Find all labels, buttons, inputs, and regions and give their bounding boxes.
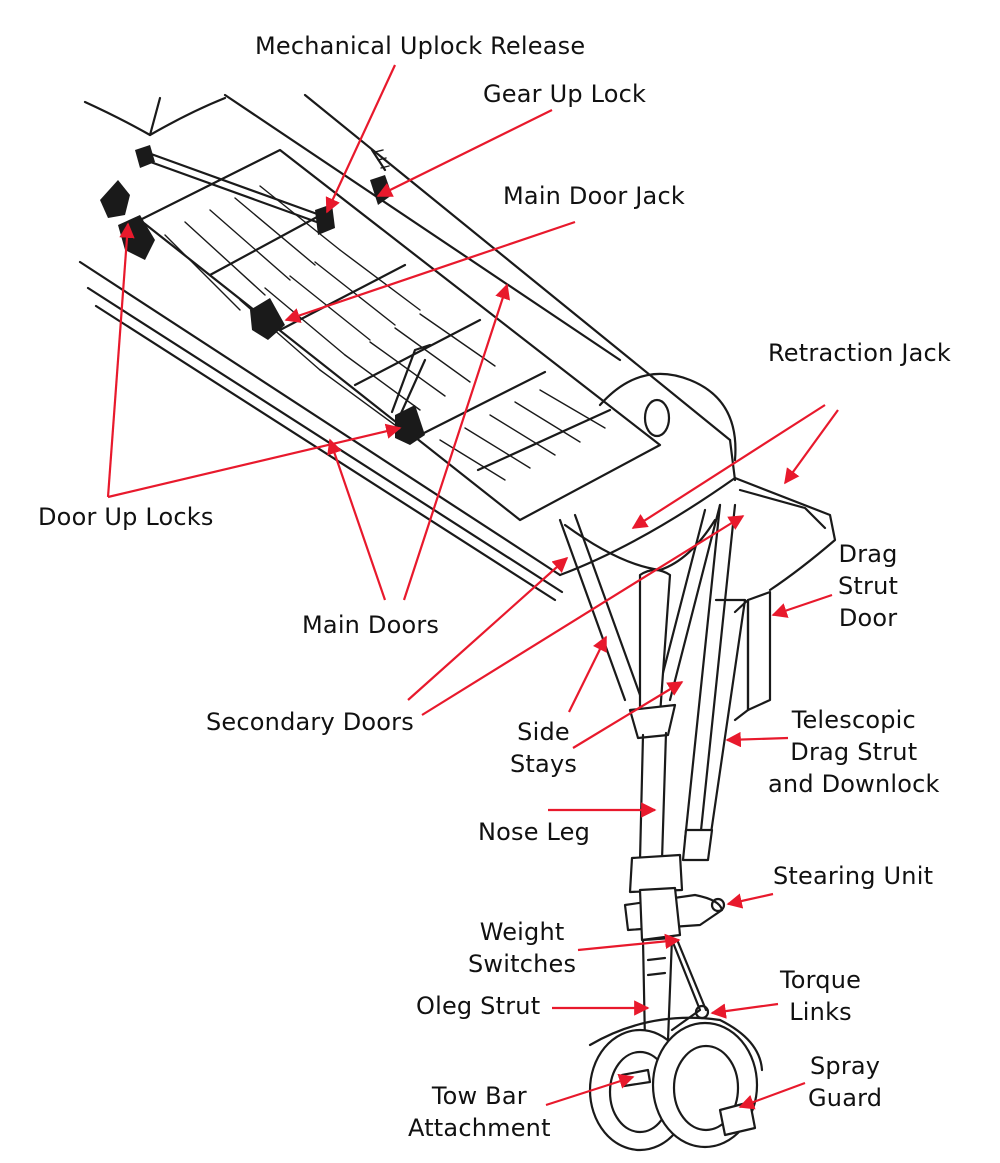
leader-secondary-doors-a <box>407 556 569 701</box>
label-torque-links: Torque Links <box>780 964 861 1028</box>
leader-lines <box>106 64 839 1110</box>
leader-retraction-jack-b <box>784 409 839 485</box>
label-telescopic-line3: and Downlock <box>768 770 940 798</box>
label-torque-links-line2: Links <box>789 998 852 1026</box>
label-drag-strut-door-line3: Door <box>838 604 898 632</box>
leader-weight-switches <box>577 933 681 952</box>
label-spray-guard-line2: Guard <box>808 1084 883 1112</box>
label-retraction-jack: Retraction Jack <box>768 339 952 367</box>
label-telescopic-line1: Telescopic <box>791 706 916 734</box>
label-drag-strut-door-line1: Drag <box>838 540 898 568</box>
leader-gear-up-lock <box>376 109 553 197</box>
label-drag-strut-door: Drag Strut Door <box>838 538 898 634</box>
label-mechanical-uplock-release: Mechanical Uplock Release <box>255 32 586 60</box>
label-telescopic-drag-strut: Telescopic Drag Strut and Downlock <box>768 704 940 800</box>
leader-main-doors-b <box>402 283 511 601</box>
label-weight-switches-line1: Weight <box>479 918 565 946</box>
label-secondary-doors: Secondary Doors <box>206 708 414 736</box>
leader-main-door-jack <box>284 220 576 323</box>
leader-telescopic-drag-strut <box>725 731 789 748</box>
leader-torque-links <box>710 1002 779 1019</box>
leader-spray-guard <box>738 1081 806 1110</box>
label-spray-guard: Spray Guard <box>808 1050 882 1114</box>
label-oleg-strut: Oleg Strut <box>416 992 541 1020</box>
leader-mechanical-uplock <box>325 64 396 214</box>
leader-door-up-locks-b <box>107 423 402 499</box>
label-tow-bar-attachment: Tow Bar Attachment <box>408 1080 551 1144</box>
label-weight-switches-line2: Switches <box>468 950 577 978</box>
label-main-door-jack: Main Door Jack <box>503 182 685 210</box>
leader-side-stays-a <box>568 635 607 713</box>
leader-secondary-doors-b <box>421 515 745 716</box>
label-weight-switches: Weight Switches <box>468 916 576 980</box>
label-stearing-unit: Stearing Unit <box>773 862 934 890</box>
label-tow-bar-line1: Tow Bar <box>431 1082 527 1110</box>
label-tow-bar-line2: Attachment <box>408 1114 551 1142</box>
leader-main-doors-a <box>327 438 387 601</box>
leader-side-stays-b <box>572 681 684 749</box>
label-torque-links-line1: Torque <box>780 966 862 994</box>
leader-drag-strut-door <box>771 593 833 618</box>
label-nose-leg: Nose Leg <box>478 818 591 846</box>
label-telescopic-line2: Drag Strut <box>790 738 918 766</box>
label-gear-up-lock: Gear Up Lock <box>483 80 647 108</box>
label-main-doors: Main Doors <box>302 611 440 639</box>
label-drag-strut-door-line2: Strut <box>838 572 899 600</box>
label-side-stays-line1: Side <box>517 718 570 746</box>
leader-stearing-unit <box>726 892 774 909</box>
label-side-stays-line2: Stays <box>510 750 578 778</box>
label-side-stays: Side Stays <box>510 716 577 780</box>
leader-tow-bar-attachment <box>545 1073 635 1107</box>
nose-gear-drawing <box>558 503 764 1152</box>
label-door-up-locks: Door Up Locks <box>38 503 214 531</box>
leader-door-up-locks-a <box>106 222 135 498</box>
leader-retraction-jack-a <box>631 404 826 529</box>
label-spray-guard-line1: Spray <box>809 1052 881 1080</box>
